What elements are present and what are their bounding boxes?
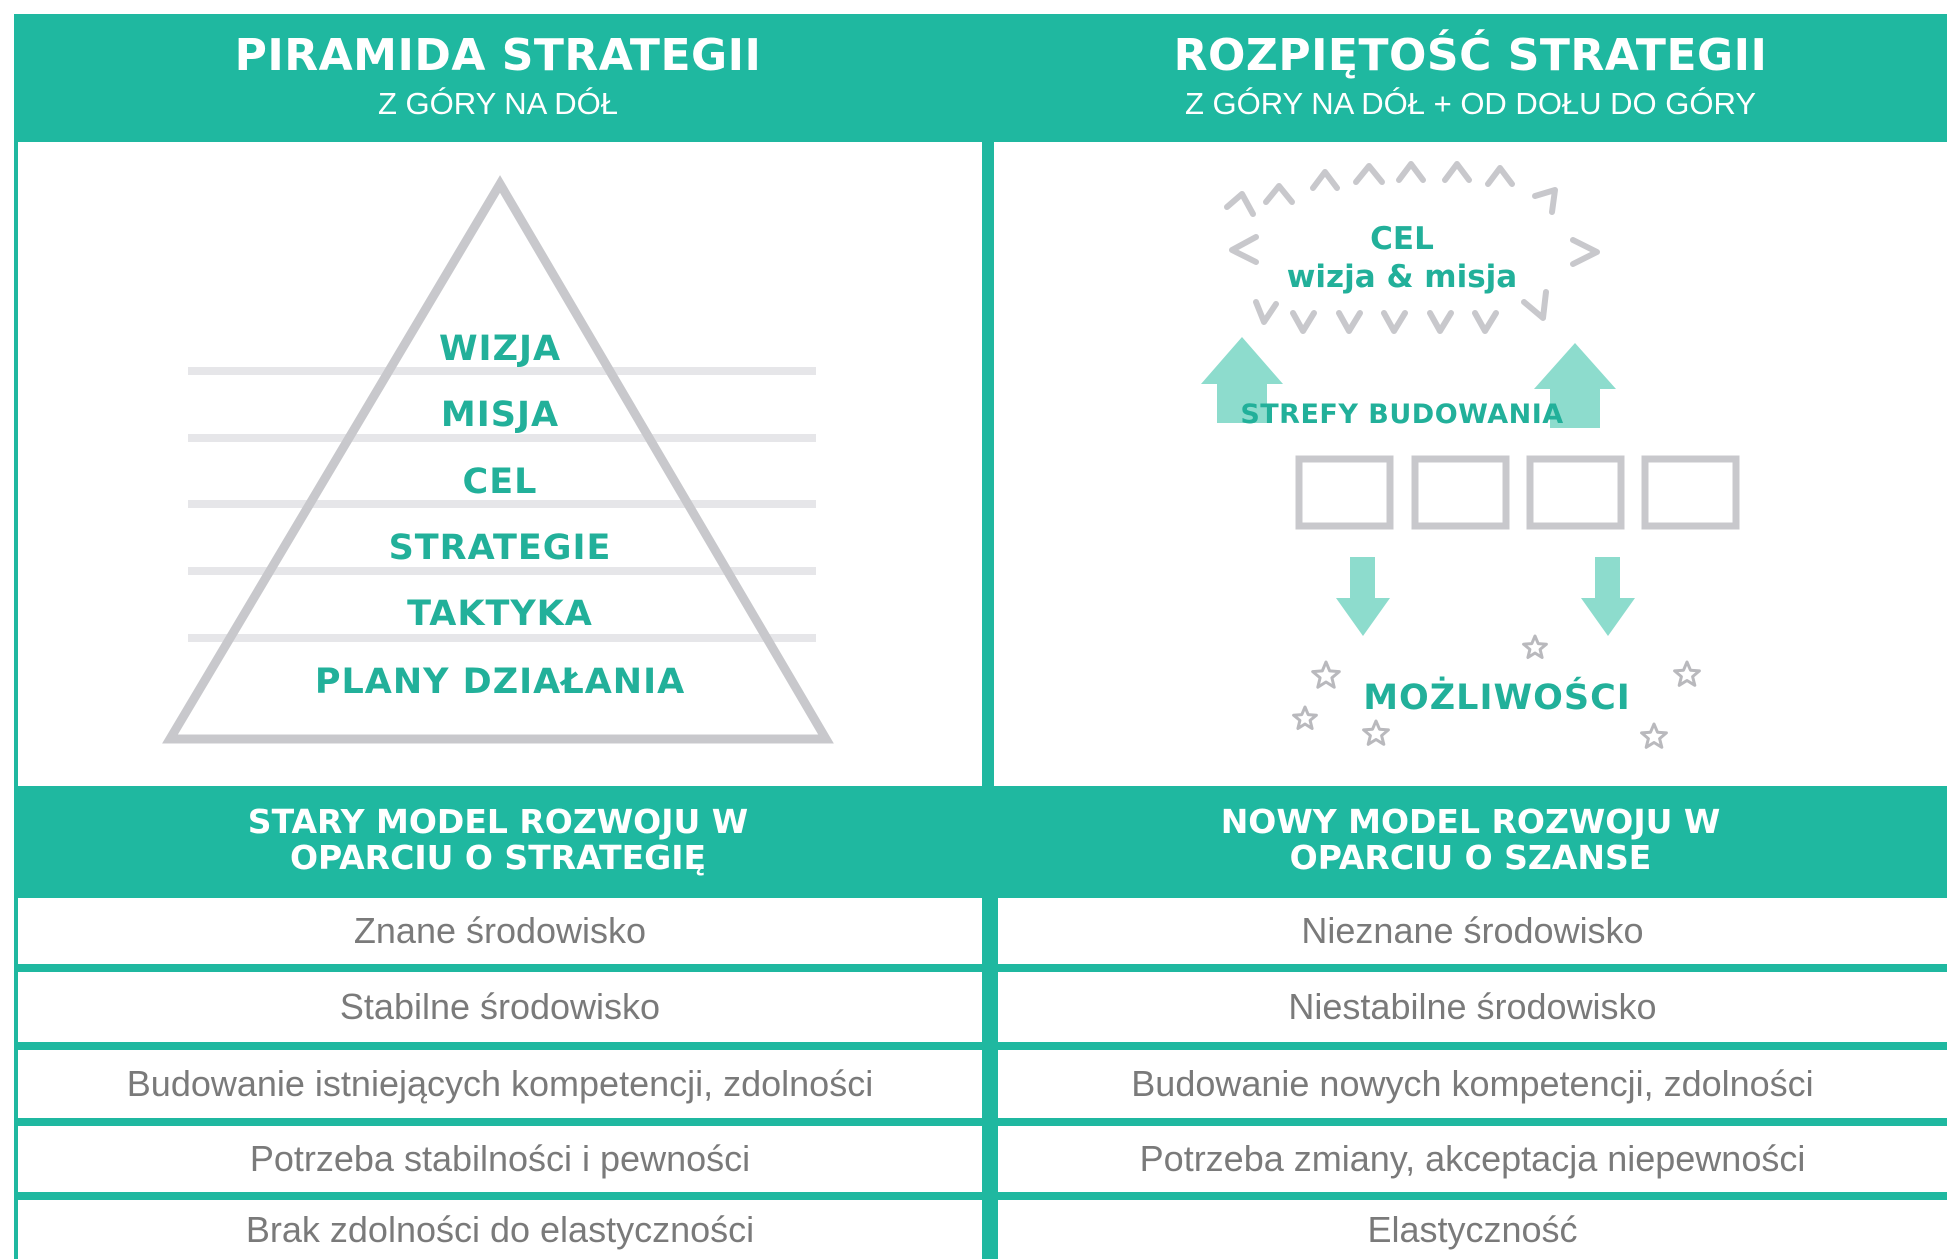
pyramid-diagram: WIZJA MISJA CEL STRATEGIE TAKTYKA PLANY … bbox=[162, 175, 834, 744]
left-header: PIRAMIDA STRATEGII Z GÓRY NA DÓŁ bbox=[14, 14, 982, 140]
table-row: Stabilne środowisko bbox=[18, 972, 982, 1042]
star-icon bbox=[1640, 722, 1668, 749]
old-model-header: STARY MODEL ROZWOJU W OPARCIU O STRATEGI… bbox=[14, 786, 982, 894]
table-row: Potrzeba stabilności i pewności bbox=[18, 1126, 982, 1192]
old-model-line2: OPARCIU O STRATEGIĘ bbox=[289, 838, 707, 877]
pyramid-level-mission: MISJA bbox=[441, 395, 559, 435]
table-row: Elastyczność bbox=[998, 1200, 1947, 1259]
right-subtitle: Z GÓRY NA DÓŁ + OD DOŁU DO GÓRY bbox=[1184, 85, 1757, 121]
arrow-up-left-icon bbox=[1201, 337, 1283, 423]
pyramid-level-action-plans: PLANY DZIAŁANIA bbox=[315, 662, 685, 702]
zones-label: STREFY BUDOWANIA bbox=[1240, 399, 1563, 430]
star-icon bbox=[1362, 719, 1390, 746]
old-model-line1: STARY MODEL ROZWOJU W bbox=[247, 802, 749, 841]
star-icon bbox=[1292, 705, 1318, 730]
zone-box bbox=[1295, 455, 1394, 530]
table-row: Niestabilne środowisko bbox=[998, 972, 1947, 1042]
new-model-header: NOWY MODEL ROZWOJU W OPARCIU O SZANSE bbox=[994, 786, 1947, 894]
table-row: Znane środowisko bbox=[18, 898, 982, 964]
right-title: ROZPIĘTOŚĆ STRATEGII bbox=[1173, 30, 1768, 82]
left-subtitle: Z GÓRY NA DÓŁ bbox=[377, 85, 619, 121]
comparison-table: PIRAMIDA STRATEGII Z GÓRY NA DÓŁ ROZPIĘT… bbox=[14, 14, 1947, 1259]
pyramid-level-vision: WIZJA bbox=[439, 329, 561, 369]
zone-box bbox=[1411, 455, 1510, 530]
goal-label: CEL bbox=[1370, 221, 1434, 257]
zone-box bbox=[1526, 455, 1625, 530]
right-header: ROZPIĘTOŚĆ STRATEGII Z GÓRY NA DÓŁ + OD … bbox=[994, 14, 1947, 140]
pyramid-panel: WIZJA MISJA CEL STRATEGIE TAKTYKA PLANY … bbox=[18, 142, 982, 786]
left-title: PIRAMIDA STRATEGII bbox=[234, 30, 762, 82]
star-icon bbox=[1311, 660, 1341, 689]
table-row: Potrzeba zmiany, akceptacja niepewności bbox=[998, 1126, 1947, 1192]
new-model-line2: OPARCIU O SZANSE bbox=[1289, 838, 1652, 877]
level-divider-lines bbox=[188, 367, 816, 642]
goal-cloud-icon bbox=[1224, 161, 1600, 334]
table-row: Nieznane środowisko bbox=[998, 898, 1947, 964]
star-icons bbox=[1292, 634, 1701, 749]
pyramid-level-strategy: STRATEGIE bbox=[389, 528, 612, 568]
pyramid-level-goal: CEL bbox=[463, 462, 538, 502]
goal-sublabel: wizja & misja bbox=[1287, 259, 1517, 295]
star-icon bbox=[1522, 634, 1548, 659]
arrow-down-right-icon bbox=[1581, 557, 1635, 636]
pyramid-level-tactics: TAKTYKA bbox=[407, 594, 593, 634]
new-model-line1: NOWY MODEL ROZWOJU W bbox=[1220, 802, 1721, 841]
building-zones bbox=[1295, 455, 1740, 530]
arrow-down-left-icon bbox=[1336, 557, 1390, 636]
table-row: Budowanie nowych kompetencji, zdolności bbox=[998, 1050, 1947, 1118]
opportunities-label: MOŻLIWOŚCI bbox=[1363, 675, 1631, 718]
arrow-up-right-icon bbox=[1534, 343, 1616, 428]
star-icon bbox=[1673, 660, 1701, 687]
table-row: Brak zdolności do elastyczności bbox=[18, 1200, 982, 1259]
table-row: Budowanie istniejących kompetencji, zdol… bbox=[18, 1050, 982, 1118]
strategy-span-diagram: CEL wizja & misja STREFY BUDOWANIA bbox=[1201, 161, 1740, 749]
zone-box bbox=[1641, 455, 1740, 530]
pyramid-triangle bbox=[162, 175, 834, 744]
strategy-span-panel: CEL wizja & misja STREFY BUDOWANIA bbox=[994, 142, 1947, 786]
